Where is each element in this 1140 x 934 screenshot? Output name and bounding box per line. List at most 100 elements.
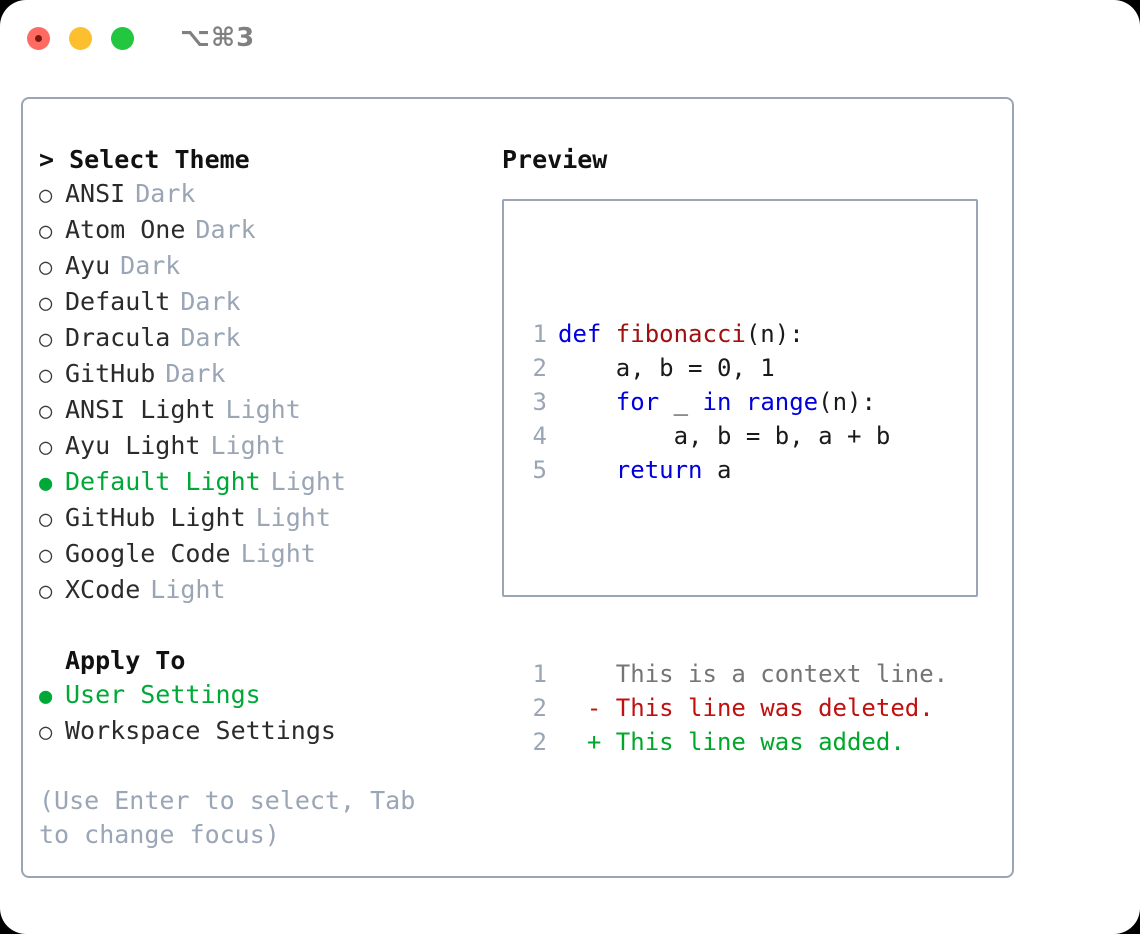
radio-unselected-icon: ○: [39, 255, 53, 280]
code-line: 2 a, b = 0, 1: [525, 351, 948, 385]
code-token-kw: for: [615, 388, 660, 416]
theme-option-variant-tag: Dark: [195, 215, 256, 244]
diff-marker: -: [558, 694, 616, 722]
code-token-pln: (n):: [818, 388, 876, 416]
theme-option-label: Ayu Light: [65, 431, 201, 460]
apply-to-option-workspace-settings[interactable]: ○ Workspace Settings: [39, 714, 509, 750]
line-number: 2: [532, 728, 547, 756]
radio-unselected-icon: ○: [39, 327, 53, 352]
apply-to-header: Apply To: [65, 646, 186, 675]
radio-selected-icon: ●: [39, 471, 53, 496]
radio-selected-icon: ●: [39, 684, 53, 709]
diff-line-context: 1 This is a context line.: [525, 657, 949, 691]
code-token-pln: [558, 456, 616, 484]
theme-option-label: ANSI: [65, 179, 126, 208]
apply-to-option-user-settings[interactable]: ● User Settings: [39, 678, 509, 714]
line-number: 2: [532, 694, 547, 722]
theme-option-label: ANSI Light: [65, 395, 216, 424]
theme-option-variant-tag: Dark: [180, 287, 241, 316]
line-number: 1: [532, 660, 547, 688]
theme-option-variant-tag: Light: [240, 539, 316, 568]
radio-unselected-icon: ○: [39, 183, 53, 208]
code-token-pln: [558, 388, 616, 416]
title-bar: ⌥⌘3: [0, 0, 1140, 76]
apply-to-option-label: User Settings: [65, 680, 261, 709]
theme-option-github-light[interactable]: ○ GitHub Light Light: [39, 501, 509, 537]
theme-option-label: Default: [65, 287, 171, 316]
section-spacer: [39, 609, 509, 644]
theme-option-variant-tag: Light: [255, 503, 331, 532]
diff-marker: +: [558, 728, 616, 756]
diff-text: This is a context line.: [615, 660, 949, 688]
code-token-pln: _: [659, 388, 703, 416]
radio-unselected-icon: ○: [39, 435, 53, 460]
diff-text: This line was added.: [615, 728, 905, 756]
theme-option-label: Default Light: [65, 467, 261, 496]
theme-option-label: Dracula: [65, 323, 171, 352]
theme-option-variant-tag: Dark: [135, 179, 196, 208]
radio-unselected-icon: ○: [39, 507, 53, 532]
code-token-pln: a: [702, 456, 732, 484]
theme-option-label: Ayu: [65, 251, 111, 280]
code-token-kw: return: [615, 456, 703, 484]
theme-option-default[interactable]: ○ Default Dark: [39, 285, 509, 321]
keyboard-hint: (Use Enter to select, Tab to change focu…: [39, 786, 416, 849]
minimize-button[interactable]: [69, 26, 92, 50]
diff-line-deleted: 2 - This line was deleted.: [525, 691, 948, 725]
radio-unselected-icon: ○: [39, 291, 53, 316]
radio-unselected-icon: ○: [39, 363, 53, 388]
theme-option-ayu-light[interactable]: ○ Ayu Light Light: [39, 429, 509, 465]
theme-option-variant-tag: Light: [210, 431, 286, 460]
radio-unselected-icon: ○: [39, 579, 53, 604]
line-number: 3: [532, 388, 547, 416]
code-token-kw: range: [745, 388, 819, 416]
theme-option-label: XCode: [65, 575, 141, 604]
apply-to-list: ● User Settings ○ Workspace Settings: [39, 678, 509, 750]
theme-option-variant-tag: Dark: [165, 359, 226, 388]
code-token-pln: (n):: [745, 320, 804, 348]
code-line: 4 a, b = b, a + b: [525, 419, 948, 453]
theme-option-variant-tag: Light: [225, 395, 301, 424]
theme-option-variant-tag: Dark: [120, 251, 181, 280]
select-theme-header: > Select Theme: [39, 145, 250, 174]
code-token-kw: in: [702, 388, 732, 416]
theme-option-default-light[interactable]: ● Default Light Light: [39, 465, 509, 501]
radio-unselected-icon: ○: [39, 720, 53, 745]
theme-option-google-code[interactable]: ○ Google Code Light: [39, 537, 509, 573]
code-token-fn: fibonacci: [615, 320, 746, 348]
line-number: 4: [532, 422, 547, 450]
code-token-pln: a, b = 0, 1: [558, 354, 775, 382]
diff-marker: [558, 660, 616, 688]
radio-unselected-icon: ○: [39, 219, 53, 244]
diff-text: This line was deleted.: [615, 694, 934, 722]
theme-option-variant-tag: Light: [270, 467, 346, 496]
theme-option-ansi[interactable]: ○ ANSI Dark: [39, 177, 509, 213]
theme-option-label: Google Code: [65, 539, 231, 568]
window-title-shortcut: ⌥⌘3: [180, 23, 256, 53]
maximize-button[interactable]: [111, 26, 134, 50]
radio-unselected-icon: ○: [39, 543, 53, 568]
apply-to-option-label: Workspace Settings: [65, 716, 336, 745]
theme-option-label: GitHub Light: [65, 503, 246, 532]
theme-option-variant-tag: Light: [150, 575, 226, 604]
line-number: 5: [532, 456, 547, 484]
theme-option-ayu[interactable]: ○ Ayu Dark: [39, 249, 509, 285]
code-diff-spacer: [525, 555, 948, 589]
close-button[interactable]: [27, 26, 50, 50]
code-token-kw: def: [558, 320, 616, 348]
code-token-pln: [731, 388, 745, 416]
preview-title: Preview: [502, 145, 608, 174]
code-token-pln: a, b = b, a + b: [558, 422, 891, 450]
theme-option-xcode[interactable]: ○ XCode Light: [39, 573, 509, 609]
